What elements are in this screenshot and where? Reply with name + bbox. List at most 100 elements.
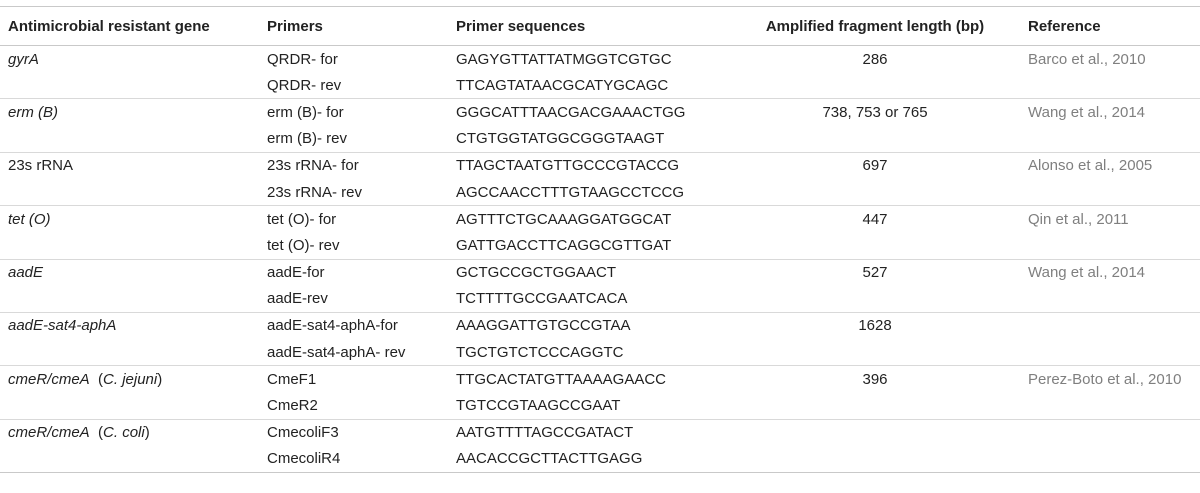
table-header: Antimicrobial resistant gene Primers Pri… <box>0 6 1200 46</box>
fragment-length-cell-empty <box>730 178 1020 206</box>
primer-sequence-cell: AAAGGATTGTGCCGTAA <box>448 311 730 340</box>
fragment-length-cell-empty <box>730 445 1020 473</box>
reference-cell-empty <box>1020 232 1200 259</box>
primer-name-cell: aadE-sat4-aphA-for <box>259 311 448 340</box>
primer-sequence-cell: TTCAGTATAACGCATYGCAGC <box>448 72 730 99</box>
header-length: Amplified fragment length (bp) <box>730 6 1020 46</box>
primer-sequence-cell: AACACCGCTTACTTGAGG <box>448 445 730 473</box>
fragment-length-cell: 738, 753 or 765 <box>730 98 1020 126</box>
primer-name-cell: aadE-sat4-aphA- rev <box>259 339 448 366</box>
primer-sequence-cell: TTGCACTATGTTAAAAGAACC <box>448 365 730 393</box>
gene-cell-empty <box>0 72 259 99</box>
table-row: cmeR/cmeA (C. jejuni) CmeF1 TTGCACTATGTT… <box>0 365 1200 393</box>
primer-sequence-cell: AGTTTCTGCAAAGGATGGCAT <box>448 205 730 233</box>
header-gene: Antimicrobial resistant gene <box>0 6 259 46</box>
table-row: CmeR2 TGTCCGTAAGCCGAAT <box>0 392 1200 420</box>
gene-species: C. coli <box>103 424 145 442</box>
gene-cell-empty <box>0 339 259 366</box>
primer-name-cell: 23s rRNA- rev <box>259 178 448 206</box>
primer-name-cell: CmeF1 <box>259 365 448 393</box>
table-row: aadE-rev TCTTTTGCCGAATCACA <box>0 285 1200 313</box>
reference-cell <box>1020 311 1200 340</box>
primer-sequence-cell: AATGTTTTAGCCGATACT <box>448 418 730 446</box>
header-row: Antimicrobial resistant gene Primers Pri… <box>0 6 1200 46</box>
reference-cell: Qin et al., 2011 <box>1020 205 1200 233</box>
fragment-length-cell: 286 <box>730 45 1020 73</box>
fragment-length-cell: 447 <box>730 205 1020 233</box>
table-body: gyrA QRDR- for GAGYGTTATTATMGGTCGTGC 286… <box>0 45 1200 473</box>
reference-cell-empty <box>1020 339 1200 366</box>
primer-sequence-cell: GGGCATTTAACGACGAAACTGG <box>448 98 730 126</box>
table-row: aadE aadE-for GCTGCCGCTGGAACT 527 Wang e… <box>0 258 1200 286</box>
table-row: 23s rRNA 23s rRNA- for TTAGCTAATGTTGCCCG… <box>0 151 1200 179</box>
table-row: erm (B)- rev CTGTGGTATGGCGGGTAAGT <box>0 125 1200 153</box>
table-row: cmeR/cmeA (C. coli) CmecoliF3 AATGTTTTAG… <box>0 418 1200 446</box>
primer-sequence-cell: GATTGACCTTCAGGCGTTGAT <box>448 232 730 259</box>
primer-table: Antimicrobial resistant gene Primers Pri… <box>0 6 1200 473</box>
gene-cell-empty <box>0 285 259 313</box>
fragment-length-cell-empty <box>730 232 1020 259</box>
primer-name-cell: aadE-rev <box>259 285 448 313</box>
gene-cell: 23s rRNA <box>0 151 259 179</box>
primer-name-cell: CmecoliR4 <box>259 445 448 473</box>
fragment-length-cell: 527 <box>730 258 1020 286</box>
table-row: aadE-sat4-aphA aadE-sat4-aphA-for AAAGGA… <box>0 311 1200 340</box>
primer-sequence-cell: TCTTTTGCCGAATCACA <box>448 285 730 313</box>
gene-note-open: ( <box>89 370 104 388</box>
gene-name: cmeR/cmeA <box>8 370 90 388</box>
fragment-length-cell-empty <box>730 125 1020 153</box>
gene-cell-empty <box>0 232 259 259</box>
gene-name: cmeR/cmeA <box>8 424 90 442</box>
primer-sequence-cell: TGTCCGTAAGCCGAAT <box>448 392 730 420</box>
primer-sequence-cell: AGCCAACCTTTGTAAGCCTCCG <box>448 178 730 206</box>
gene-cell: gyrA <box>0 45 259 73</box>
reference-cell-empty <box>1020 72 1200 99</box>
gene-species: C. jejuni <box>103 370 158 388</box>
table-row: tet (O)- rev GATTGACCTTCAGGCGTTGAT <box>0 232 1200 259</box>
fragment-length-cell-empty <box>730 285 1020 313</box>
fragment-length-cell <box>730 418 1020 446</box>
header-reference: Reference <box>1020 6 1200 46</box>
table-row: QRDR- rev TTCAGTATAACGCATYGCAGC <box>0 72 1200 99</box>
fragment-length-cell: 697 <box>730 151 1020 179</box>
reference-cell: Perez-Boto et al., 2010 <box>1020 365 1200 393</box>
fragment-length-cell: 396 <box>730 365 1020 393</box>
table-row: aadE-sat4-aphA- rev TGCTGTCTCCCAGGTC <box>0 339 1200 366</box>
primer-name-cell: 23s rRNA- for <box>259 151 448 179</box>
reference-cell: Alonso et al., 2005 <box>1020 151 1200 179</box>
primer-name-cell: erm (B)- for <box>259 98 448 126</box>
primer-sequence-cell: CTGTGGTATGGCGGGTAAGT <box>448 125 730 153</box>
primer-name-cell: CmecoliF3 <box>259 418 448 446</box>
gene-note-close: ) <box>144 424 150 442</box>
gene-cell-empty <box>0 178 259 206</box>
reference-cell: Barco et al., 2010 <box>1020 45 1200 73</box>
primer-name-cell: tet (O)- rev <box>259 232 448 259</box>
primer-sequence-cell: GAGYGTTATTATMGGTCGTGC <box>448 45 730 73</box>
reference-cell-empty <box>1020 285 1200 313</box>
primer-sequence-cell: TTAGCTAATGTTGCCCGTACCG <box>448 151 730 179</box>
gene-cell: erm (B) <box>0 98 259 126</box>
gene-cell-empty <box>0 125 259 153</box>
table-row: gyrA QRDR- for GAGYGTTATTATMGGTCGTGC 286… <box>0 45 1200 73</box>
reference-cell-empty <box>1020 445 1200 473</box>
table-row: tet (O) tet (O)- for AGTTTCTGCAAAGGATGGC… <box>0 205 1200 233</box>
gene-cell: cmeR/cmeA (C. coli) <box>0 418 259 446</box>
primer-name-cell: QRDR- rev <box>259 72 448 99</box>
header-sequences: Primer sequences <box>448 6 730 46</box>
gene-cell-empty <box>0 445 259 473</box>
header-primers: Primers <box>259 6 448 46</box>
primer-name-cell: aadE-for <box>259 258 448 286</box>
table-row: CmecoliR4 AACACCGCTTACTTGAGG <box>0 445 1200 473</box>
fragment-length-cell-empty <box>730 72 1020 99</box>
fragment-length-cell-empty <box>730 339 1020 366</box>
table-row: erm (B) erm (B)- for GGGCATTTAACGACGAAAC… <box>0 98 1200 126</box>
reference-cell: Wang et al., 2014 <box>1020 258 1200 286</box>
reference-cell-empty <box>1020 392 1200 420</box>
gene-note-close: ) <box>157 370 163 388</box>
gene-cell: tet (O) <box>0 205 259 233</box>
reference-cell-empty <box>1020 125 1200 153</box>
gene-cell: aadE <box>0 258 259 286</box>
primer-sequence-cell: TGCTGTCTCCCAGGTC <box>448 339 730 366</box>
fragment-length-cell-empty <box>730 392 1020 420</box>
